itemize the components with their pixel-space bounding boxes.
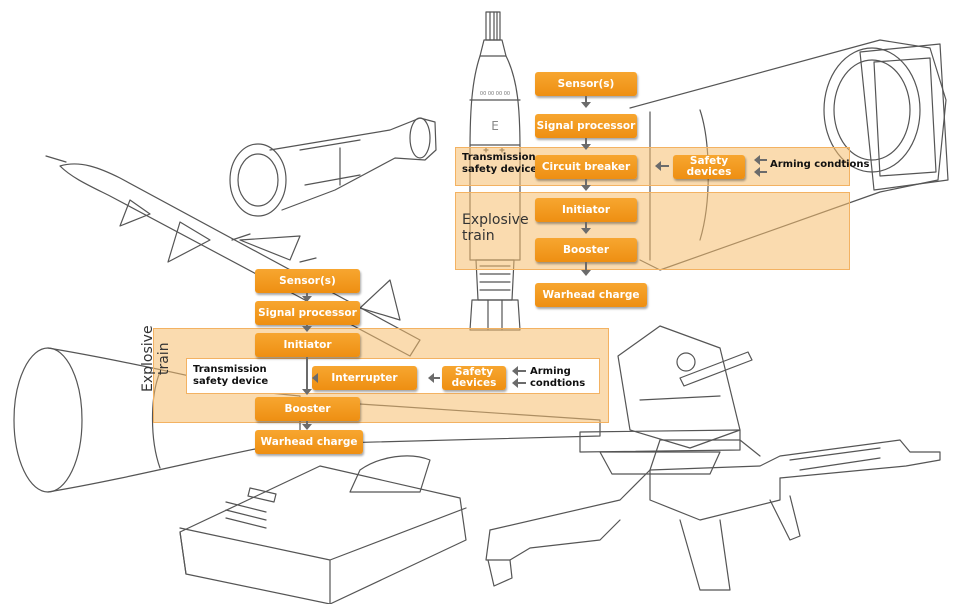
arrow-down-icon	[581, 144, 591, 150]
arrow-left-icon	[512, 378, 518, 388]
signal-processor-box-b: Signal processor	[255, 301, 360, 325]
arrow-left-icon	[655, 161, 661, 171]
transmission-safety-label-a: Transmission safety device	[462, 152, 538, 175]
arrow-b1-shaft	[306, 293, 308, 297]
arrow-a8-shaft	[585, 262, 587, 270]
safety-devices-box-a: Safety devices	[673, 155, 745, 179]
arrow-b3-shaft	[434, 377, 440, 379]
arrow-b5-shaft	[518, 382, 526, 384]
arrow-down-icon	[302, 296, 312, 302]
explosive-train-label-b: Explosive train	[140, 325, 172, 392]
arrow-a3-shaft	[661, 165, 669, 167]
arrow-a2-shaft	[585, 138, 587, 144]
booster-box-a: Booster	[535, 238, 637, 262]
arrow-a5-shaft	[760, 171, 767, 173]
transmission-safety-label-b: Transmission safety device	[193, 364, 269, 387]
explosive-train-label-a: Explosive train	[462, 212, 529, 244]
arming-conditions-label-b: Arming condtions	[530, 366, 586, 389]
interrupter-box-b: Interrupter	[312, 366, 417, 390]
arrow-down-icon	[581, 228, 591, 234]
arrow-left-icon	[312, 373, 318, 383]
arrow-left-icon	[754, 155, 760, 165]
svg-text:E: E	[491, 119, 499, 133]
initiator-box-a: Initiator	[535, 198, 637, 222]
arrow-b7-shaft	[306, 421, 308, 425]
booster-box-b: Booster	[255, 397, 360, 421]
cannon-turret-illustration	[579, 325, 753, 475]
arrow-left-icon	[512, 366, 518, 376]
arrow-a7-shaft	[585, 222, 587, 228]
arrow-a1-shaft	[585, 96, 587, 102]
arrow-down-icon	[302, 389, 312, 395]
arrow-a6-shaft	[585, 179, 587, 185]
arrow-left-icon	[754, 167, 760, 177]
mine-illustration	[179, 455, 467, 604]
signal-processor-box-a: Signal processor	[535, 114, 637, 138]
missile-illustration	[45, 155, 421, 357]
arrow-down-icon	[581, 102, 591, 108]
circuit-breaker-box-a: Circuit breaker	[535, 155, 637, 179]
arrow-down-icon	[581, 185, 591, 191]
svg-text:00 00 00 00: 00 00 00 00	[480, 91, 510, 97]
arrow-b6-shaft	[306, 357, 308, 389]
sensors-box-b: Sensor(s)	[255, 269, 360, 293]
safety-devices-box-b: Safety devices	[442, 366, 506, 390]
assault-rifle-illustration	[485, 439, 941, 591]
initiator-box-b: Initiator	[255, 333, 360, 357]
warhead-charge-box-a: Warhead charge	[535, 283, 647, 307]
arrow-down-icon	[302, 424, 312, 430]
explosive-train-band-a	[455, 192, 850, 270]
arrow-left-icon	[428, 373, 434, 383]
transmission-safety-band-a	[455, 147, 850, 186]
warhead-charge-box-b: Warhead charge	[255, 430, 363, 454]
sensors-box-a: Sensor(s)	[535, 72, 637, 96]
arrow-down-icon	[581, 270, 591, 276]
antitank-sight-illustration	[229, 117, 437, 217]
arrow-down-icon	[302, 326, 312, 332]
arming-conditions-label-a: Arming condtions	[770, 159, 870, 170]
arrow-a4-shaft	[760, 159, 767, 161]
arrow-b4-shaft	[518, 370, 526, 372]
